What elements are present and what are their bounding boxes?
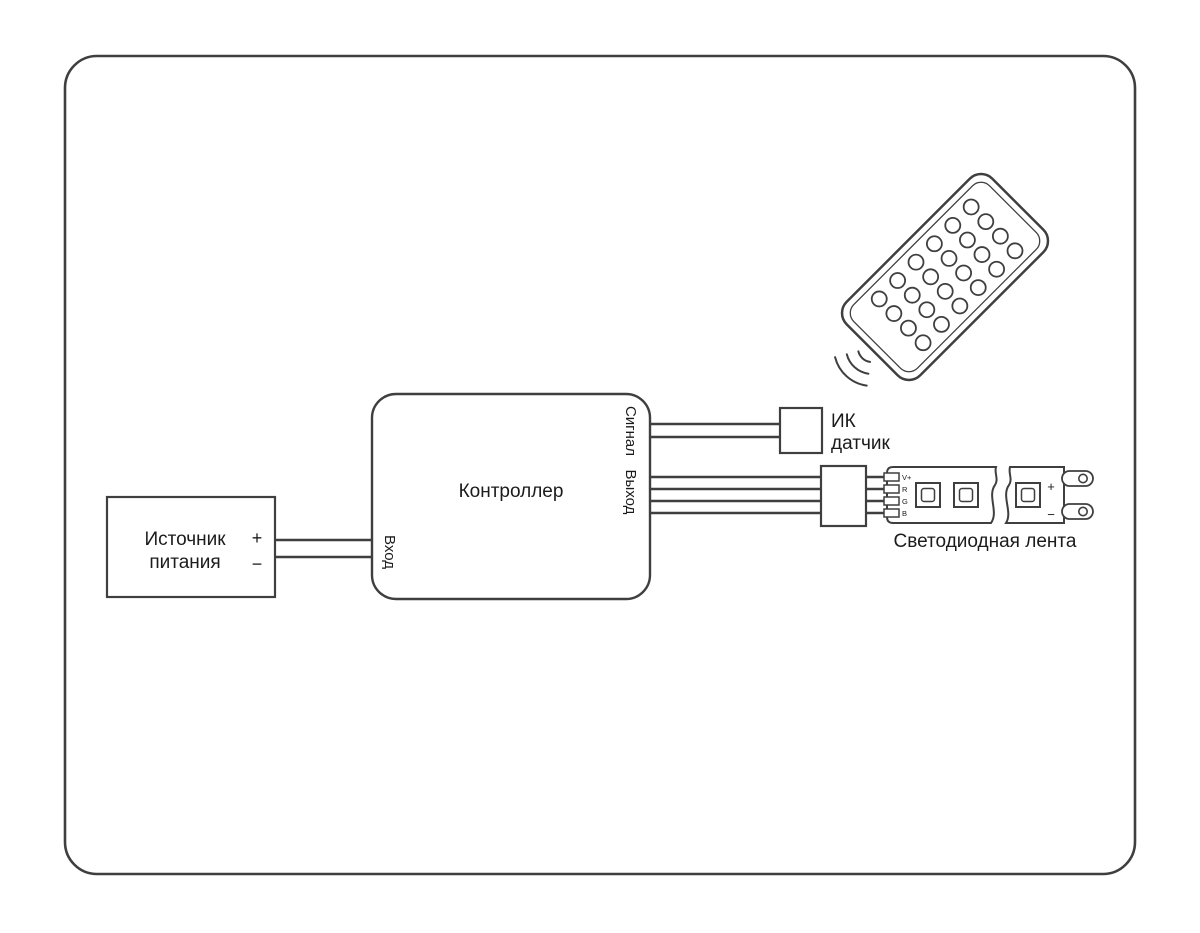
power-plus-terminal-label: + — [252, 528, 263, 548]
led-strip: V+ R G B + − — [883, 466, 1094, 524]
remote-button — [870, 290, 888, 308]
remote-button — [944, 216, 962, 234]
remote-button — [991, 227, 1009, 245]
power-minus-terminal-label: − — [252, 554, 263, 574]
strip-end-hole — [1078, 506, 1089, 517]
remote-button — [962, 198, 980, 216]
remote-button — [951, 297, 969, 315]
remote-button — [889, 272, 907, 289]
remote-button — [936, 282, 954, 300]
remote-button — [959, 231, 976, 249]
remote-button — [955, 264, 972, 282]
power-wires — [275, 538, 372, 559]
power-supply-label-line2: питания — [149, 552, 220, 573]
controller-signal-label: Сигнал — [622, 406, 639, 456]
signal-wires — [650, 422, 780, 439]
remote-button — [885, 305, 903, 322]
strip-plus-label: + — [1047, 479, 1055, 494]
strip-pin-label-g: G — [902, 497, 908, 506]
remote-button — [977, 213, 995, 231]
strip-end-hole — [1078, 473, 1089, 484]
controller-box — [370, 392, 652, 601]
remote-button — [922, 268, 940, 286]
strip-pin-label-vplus: V+ — [902, 473, 912, 482]
ir-sensor-label-line2: датчик — [831, 433, 890, 454]
strip-pad — [883, 472, 900, 482]
remote-control — [840, 172, 1050, 382]
ir-waves — [834, 350, 872, 387]
controller-output-label: Выход — [622, 470, 639, 515]
remote-button-grid — [870, 198, 1024, 352]
power-supply-box — [105, 495, 277, 599]
remote-button — [933, 315, 950, 333]
remote-button — [1006, 242, 1024, 260]
ir-sensor-label-line1: ИК — [831, 411, 856, 432]
remote-button — [907, 253, 925, 271]
ir-wave-arc — [834, 356, 868, 387]
remote-face — [849, 181, 1041, 373]
strip-minus-label: − — [1047, 507, 1055, 522]
ir-wave-arc — [845, 353, 870, 375]
controller-label: Контроллер — [459, 481, 564, 502]
remote-button — [988, 260, 1006, 278]
power-supply-label-line1: Источник — [144, 529, 226, 550]
strip-end-tab — [1061, 503, 1094, 520]
led-chip — [1015, 482, 1041, 508]
strip-pin-label-r: R — [902, 485, 908, 494]
led-chip — [953, 482, 979, 508]
strip-pad — [883, 484, 900, 494]
ir-wave-arc — [857, 350, 872, 363]
led-chip-die — [1020, 487, 1036, 503]
remote-button — [940, 250, 958, 267]
connector-block — [819, 464, 868, 528]
led-chip — [915, 482, 941, 508]
remote-button — [925, 235, 943, 253]
strip-pad — [883, 496, 900, 506]
strip-pin-label-b: B — [902, 509, 907, 518]
remote-button — [973, 246, 991, 263]
remote-button — [903, 286, 921, 304]
strip-pad — [883, 508, 900, 518]
remote-button — [918, 301, 936, 319]
led-strip-label: Светодиодная лента — [894, 531, 1077, 552]
remote-button — [900, 319, 917, 337]
remote-button — [914, 334, 932, 352]
led-strip-segment-1 — [886, 466, 998, 524]
led-chip-die — [920, 487, 936, 503]
controller-input-label: Вход — [381, 535, 398, 569]
led-chip-die — [958, 487, 974, 503]
remote-button — [969, 279, 987, 297]
strip-end-tab — [1061, 470, 1094, 487]
ir-sensor-box — [778, 406, 824, 455]
output-wires — [650, 475, 821, 515]
